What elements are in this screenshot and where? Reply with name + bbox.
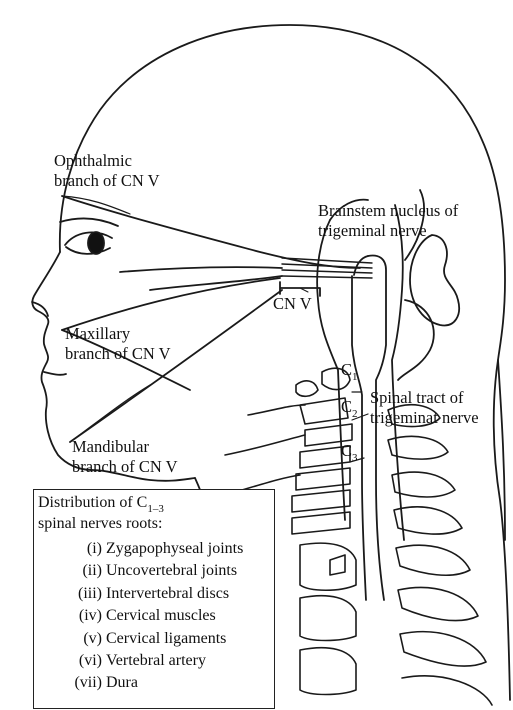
legend-item: (vi)Vertebral artery [38, 650, 274, 672]
tract-label: Spinal tract of trigeminat nerve [370, 388, 479, 428]
mandibular-nerve [70, 290, 282, 442]
legend-title-prefix: Distribution of C [38, 494, 147, 511]
legend-item-text: Dura [106, 674, 138, 691]
legend-item-number: (ii) [38, 560, 102, 582]
nucleus-label: Brainstem nucleus of trigeminal nerve [318, 201, 458, 241]
mandibular-label: Mandibular branch of CN V [72, 437, 178, 477]
tract-label-line1: Spinal tract of [370, 388, 479, 408]
legend-item-number: (vii) [38, 672, 102, 694]
mandibular-label-line2: branch of CN V [72, 457, 178, 477]
cn5-label: CN V [273, 294, 312, 314]
legend-list: (i)Zygapophyseal joints (ii)Uncovertebra… [38, 538, 274, 695]
legend-item-number: (iii) [38, 583, 102, 605]
legend-item: (i)Zygapophyseal joints [38, 538, 274, 560]
legend-item: (v)Cervical ligaments [38, 628, 274, 650]
legend-title-subscript: 1–3 [147, 503, 164, 515]
legend-item-text: Zygapophyseal joints [106, 540, 243, 557]
legend-item-number: (v) [38, 628, 102, 650]
ophthalmic-label-line1: Ophthalmic [54, 151, 160, 171]
maxillary-label-line2: branch of CN V [65, 344, 171, 364]
legend-item-number: (iv) [38, 605, 102, 627]
eye-iris [88, 232, 104, 254]
legend-box: Distribution of C1–3 spinal nerves roots… [33, 489, 275, 709]
legend-item-text: Intervertebral discs [106, 585, 229, 602]
legend-item-number: (vi) [38, 650, 102, 672]
c1-label: C1 [341, 360, 358, 382]
ophthalmic-nerve [62, 196, 360, 268]
c1-letter: C [341, 360, 352, 379]
maxillary-label: Maxillary branch of CN V [65, 324, 171, 364]
c1-subscript: 1 [352, 371, 358, 383]
mouth [44, 372, 66, 375]
legend-item-text: Vertebral artery [106, 652, 206, 669]
nucleus-label-line2: trigeminal nerve [318, 221, 458, 241]
legend-item-text: Cervical muscles [106, 607, 216, 624]
mandibular-label-line1: Mandibular [72, 437, 178, 457]
c2-subscript: 2 [352, 408, 358, 420]
legend-item: (vii)Dura [38, 672, 274, 694]
ear [410, 235, 459, 325]
legend-item-text: Uncovertebral joints [106, 562, 237, 579]
c3-letter: C [341, 441, 352, 460]
nucleus-label-line1: Brainstem nucleus of [318, 201, 458, 221]
c3-label: C3 [341, 441, 358, 463]
legend-title: Distribution of C1–3 [38, 493, 274, 514]
ophthalmic-label: Ophthalmic branch of CN V [54, 151, 160, 191]
maxillary-label-line1: Maxillary [65, 324, 171, 344]
c2-letter: C [341, 397, 352, 416]
eyebrow [60, 219, 118, 226]
ophthalmic-label-line2: branch of CN V [54, 171, 160, 191]
tract-label-line2: trigeminat nerve [370, 408, 479, 428]
legend-item-number: (i) [38, 538, 102, 560]
legend-item: (iii)Intervertebral discs [38, 583, 274, 605]
legend-title-line2: spinal nerves roots: [38, 514, 274, 534]
legend-item-text: Cervical ligaments [106, 630, 226, 647]
c3-subscript: 3 [352, 452, 358, 464]
c2-label: C2 [341, 397, 358, 419]
legend-item: (iv)Cervical muscles [38, 605, 274, 627]
legend-item: (ii)Uncovertebral joints [38, 560, 274, 582]
